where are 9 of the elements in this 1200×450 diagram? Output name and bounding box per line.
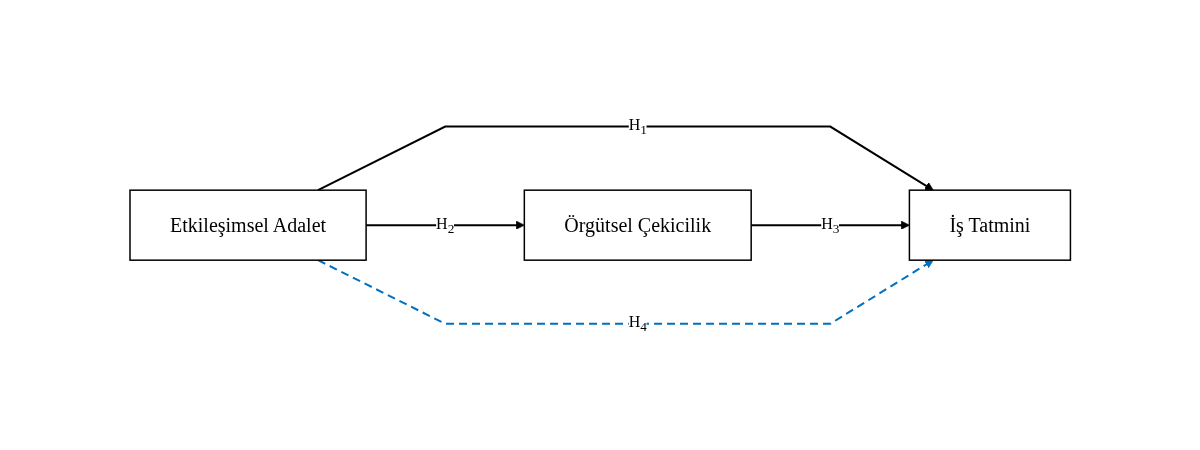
- node-box: Etkileşimsel Adalet: [129, 189, 367, 261]
- edge-label: H$_{3}$: [820, 214, 840, 236]
- edge-label: H$_{2}$: [435, 214, 455, 236]
- edge-label: H$_{1}$: [628, 115, 647, 138]
- arrow: [316, 125, 934, 191]
- arrow: [316, 259, 934, 325]
- edge-label: H$_{4}$: [628, 313, 647, 335]
- node-box: Örgütsel Çekicilik: [523, 189, 752, 261]
- node-box: İş Tatmini: [908, 189, 1071, 261]
